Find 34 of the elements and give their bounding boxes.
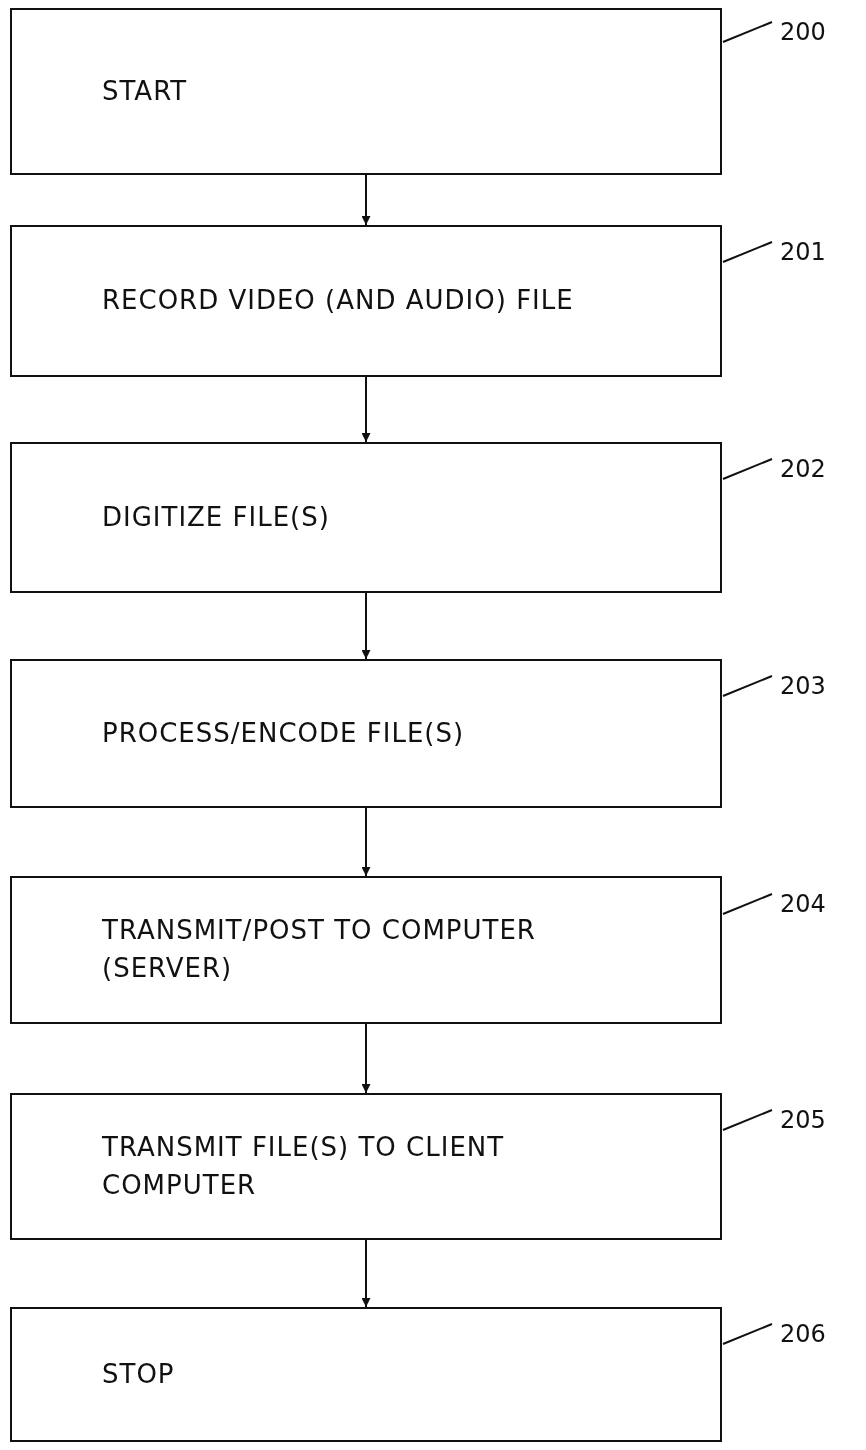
process-box [10,876,722,1024]
step-text: TRANSMIT FILE(S) TO CLIENT COMPUTER [102,1130,506,1202]
callout-number: 203 [780,672,826,700]
leader-line [722,1323,773,1345]
process-box [10,442,722,593]
leader-line [722,21,773,43]
process-box [10,225,722,377]
step-text: RECORD VIDEO (AND AUDIO) FILE [102,284,574,318]
step-text: TRANSMIT/POST TO COMPUTER (SERVER) [102,914,537,985]
callout-number: 205 [780,1106,826,1134]
callout-number: 204 [780,890,826,918]
step-text: START [102,74,188,108]
arrow [361,1023,371,1094]
step-text: DIGITIZE FILE(S) [102,500,330,534]
callout-number: 206 [780,1320,826,1348]
process-box [10,659,722,808]
leader-line [722,241,773,263]
arrow [361,592,371,660]
arrow [361,174,371,226]
callout-number: 202 [780,455,826,483]
leader-line [722,1109,773,1131]
leader-line [722,675,773,697]
process-box [10,1307,722,1442]
process-box [10,8,722,175]
step-text: STOP [102,1357,175,1391]
process-box [10,1093,722,1240]
callout-number: 201 [780,238,826,266]
arrow [361,1239,371,1308]
leader-line [722,893,773,915]
callout-number: 200 [780,18,826,46]
step-text: PROCESS/ENCODE FILE(S) [102,716,465,750]
arrow [361,807,371,877]
arrow [361,376,371,443]
leader-line [722,458,773,480]
